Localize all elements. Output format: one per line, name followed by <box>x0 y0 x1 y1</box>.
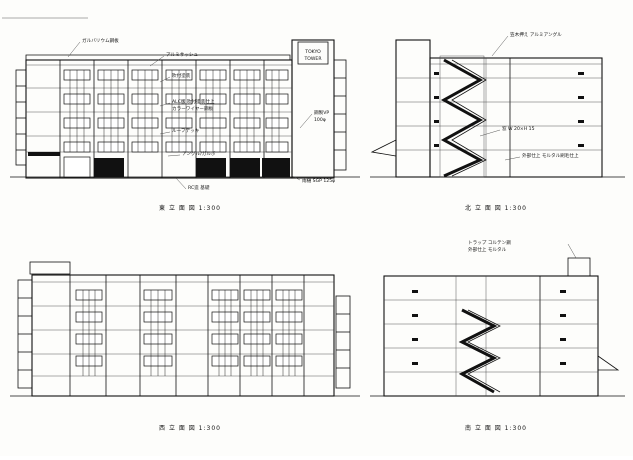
note-alc: ALC版 吹付塗装仕上 <box>172 98 215 105</box>
south-caption: 南 立 面 図 1:300 <box>465 424 527 432</box>
windows <box>75 289 303 376</box>
small-windows <box>434 72 584 147</box>
note-roof-deck: ルーフデッキ <box>172 127 200 134</box>
small-windows <box>412 290 566 365</box>
right-balconies <box>335 295 351 389</box>
south-annotations: トラップ コルテン鋼 外部仕上 モルタル <box>468 239 577 259</box>
rooftop-tank <box>567 257 591 277</box>
building-sign <box>297 41 329 65</box>
right-balconies <box>333 59 347 171</box>
floor-lines <box>384 299 598 373</box>
shutter-1 <box>94 158 124 177</box>
sign-text-1: TOKYO <box>304 49 321 55</box>
note-mortar: 外部仕上 モルタル刷毛仕上 <box>522 152 579 159</box>
note-colorboard: カラーワイヤー鋼板 <box>172 105 214 112</box>
east-annotations: ガルバリウム鋼板 アルミサッシュ 吹付塗装 ALC版 吹付塗装仕上 カラーワイヤ… <box>67 37 335 191</box>
building-body <box>429 57 603 178</box>
note-trap: トラップ コルテン鋼 <box>468 239 511 246</box>
south-elevation: トラップ コルテン鋼 外部仕上 モルタル 南 立 面 図 1:300 <box>370 239 625 432</box>
note-base: RC造 基礎 <box>188 184 210 191</box>
exterior-stair <box>458 308 501 394</box>
note-vp: 鋼製VP <box>314 109 329 116</box>
windows <box>63 69 289 153</box>
west-caption: 西 立 面 図 1:300 <box>159 424 221 432</box>
note-drain: 雨樋 SGP 125φ <box>302 177 335 184</box>
columns <box>69 275 305 396</box>
stair-tower <box>395 39 431 178</box>
shutter-3 <box>230 158 260 177</box>
floor-lines <box>396 63 602 151</box>
note-flashing: 笠木押え アルミアングル <box>510 31 562 38</box>
west-elevation: 西 立 面 図 1:300 <box>10 261 360 432</box>
exterior-stair <box>439 55 487 178</box>
canopy <box>597 355 620 371</box>
north-caption: 北 立 面 図 1:300 <box>465 204 527 212</box>
north-elevation: 笠木押え アルミアングル 窓 W 20×H 15 外部仕上 モルタル刷毛仕上 北… <box>370 31 625 212</box>
note-finish: 吹付塗装 <box>172 72 191 79</box>
sign-text-2: TOWER <box>303 56 322 62</box>
note-galvalume: ガルバリウム鋼板 <box>82 37 119 44</box>
note-mortar: 外部仕上 モルタル <box>468 246 507 253</box>
canopy <box>370 139 397 157</box>
note-sash: アルミサッシュ <box>166 52 198 58</box>
floor-lines <box>32 281 334 377</box>
rooftop-unit <box>29 261 71 275</box>
note-vp-size: 100φ <box>314 117 326 123</box>
north-annotations: 笠木押え アルミアングル 窓 W 20×H 15 外部仕上 モルタル刷毛仕上 <box>479 31 579 161</box>
east-caption: 東 立 面 図 1:300 <box>159 204 221 212</box>
entrance <box>63 156 91 178</box>
shutter-2 <box>196 158 226 177</box>
note-window-size: 窓 W 20×H 15 <box>502 125 535 132</box>
note-angle: アングル/ガルボ <box>182 150 216 157</box>
east-elevation: TOKYO TOWER <box>10 37 360 212</box>
left-balconies <box>17 279 33 389</box>
left-balconies <box>15 69 27 166</box>
building-body <box>383 275 599 397</box>
shutter-4 <box>262 158 290 177</box>
